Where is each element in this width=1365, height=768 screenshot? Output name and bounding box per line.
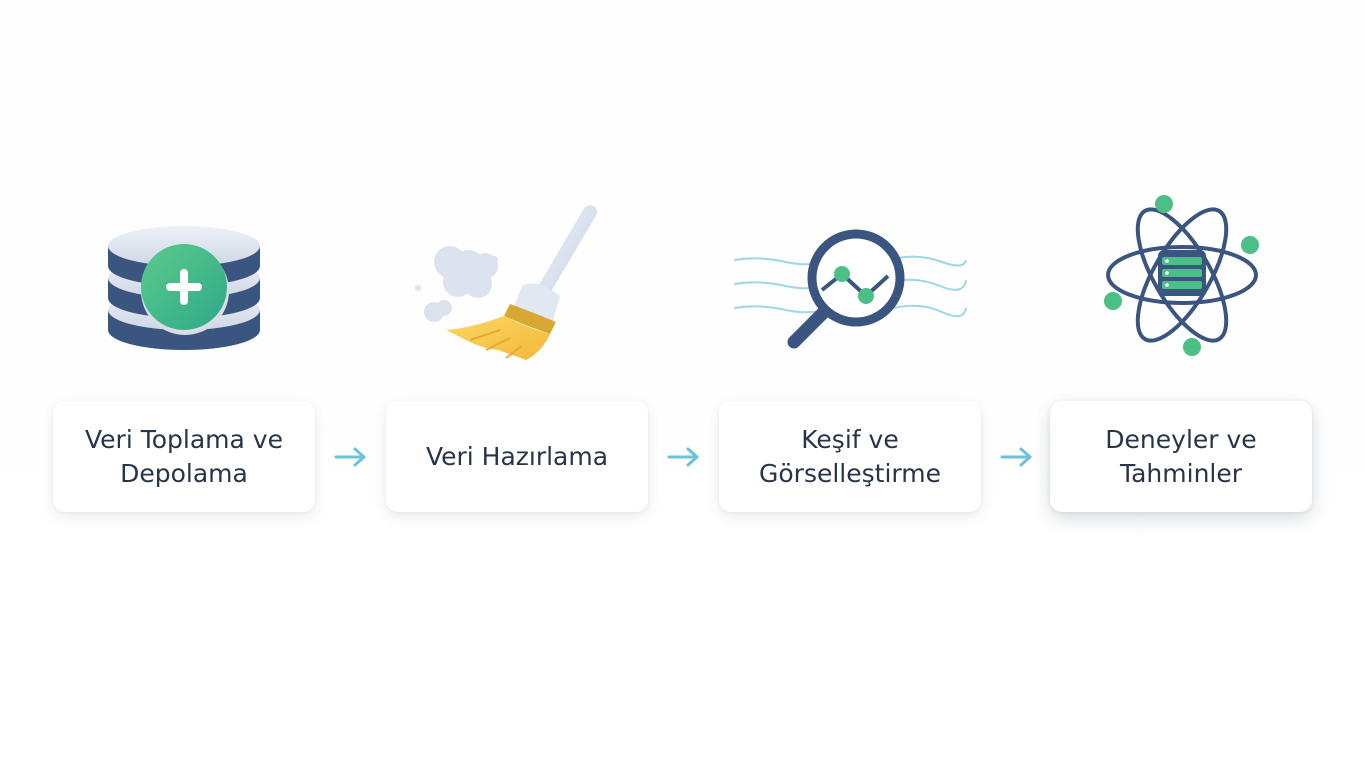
arrow-right-icon <box>1000 447 1032 467</box>
atom-server-icon <box>1104 195 1259 356</box>
step-card-3: Keşif ve Görselleştirme <box>719 401 981 512</box>
arrow-right-icon <box>667 447 699 467</box>
magnifier-chart-icon <box>733 229 967 349</box>
step-label-4: Deneyler ve Tahminler <box>1105 424 1257 488</box>
arrow-right-icon <box>334 447 366 467</box>
step-card-1: Veri Toplama ve Depolama <box>53 401 315 512</box>
step-card-4: Deneyler ve Tahminler <box>1050 401 1312 512</box>
step-label-1: Veri Toplama ve Depolama <box>85 424 283 488</box>
step-label-3: Keşif ve Görselleştirme <box>759 424 941 488</box>
broom-icon <box>415 205 597 360</box>
database-plus-icon <box>108 226 260 350</box>
step-card-2: Veri Hazırlama <box>386 401 648 512</box>
step-label-2: Veri Hazırlama <box>425 441 609 471</box>
